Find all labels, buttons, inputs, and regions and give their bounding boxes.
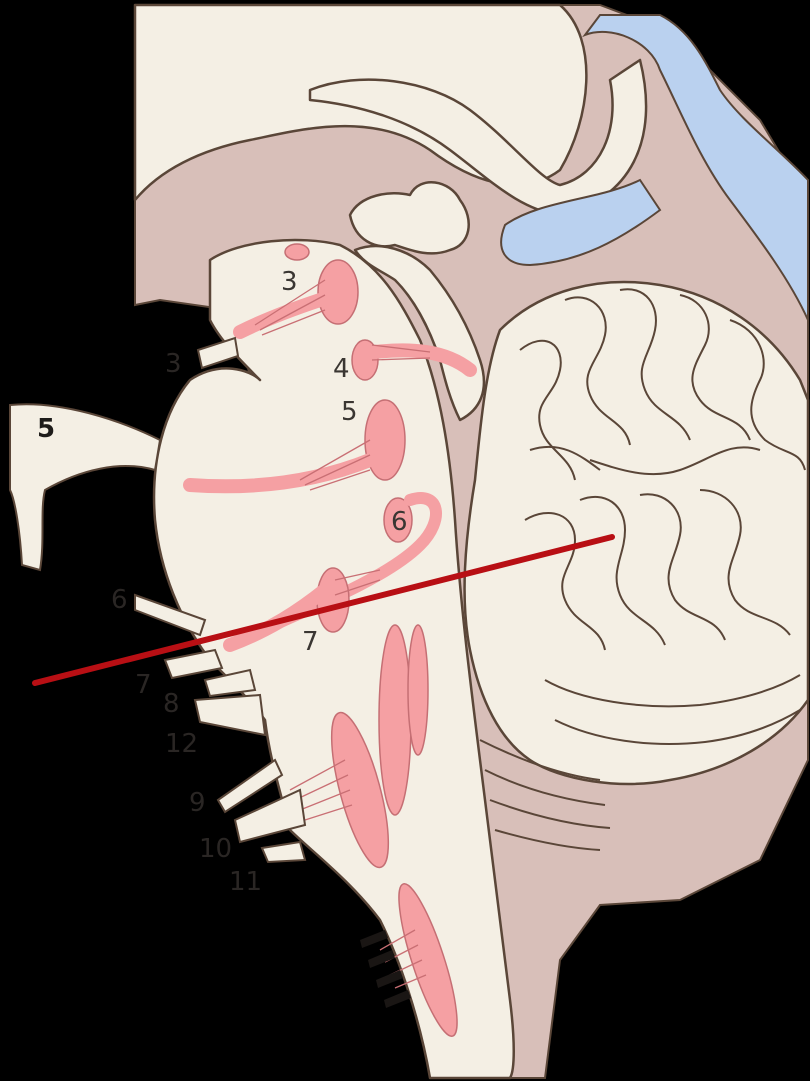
label-nerve-8: 8: [163, 689, 180, 719]
label-nerve-3: 3: [165, 349, 182, 379]
cerebellum: [465, 282, 808, 784]
label-nucleus-5: 5: [341, 397, 358, 427]
label-nucleus-7: 7: [302, 627, 319, 657]
label-nucleus-4: 4: [333, 354, 350, 384]
label-nerve-12: 12: [165, 729, 198, 759]
label-nerve-11: 11: [229, 867, 262, 897]
nucleus-3: [318, 260, 358, 324]
nucleus-3-small: [285, 244, 309, 260]
label-nerve-5: 5: [37, 414, 55, 444]
nucleus-medulla-2: [408, 625, 428, 755]
label-nerve-7: 7: [135, 670, 152, 700]
label-nerve-9: 9: [189, 788, 206, 818]
label-nucleus-6: 6: [391, 507, 408, 537]
nucleus-5: [365, 400, 405, 480]
nucleus-medulla-1: [379, 625, 411, 815]
label-nerve-10: 10: [199, 834, 232, 864]
label-nerve-6: 6: [111, 585, 128, 615]
label-nucleus-3: 3: [281, 267, 298, 297]
